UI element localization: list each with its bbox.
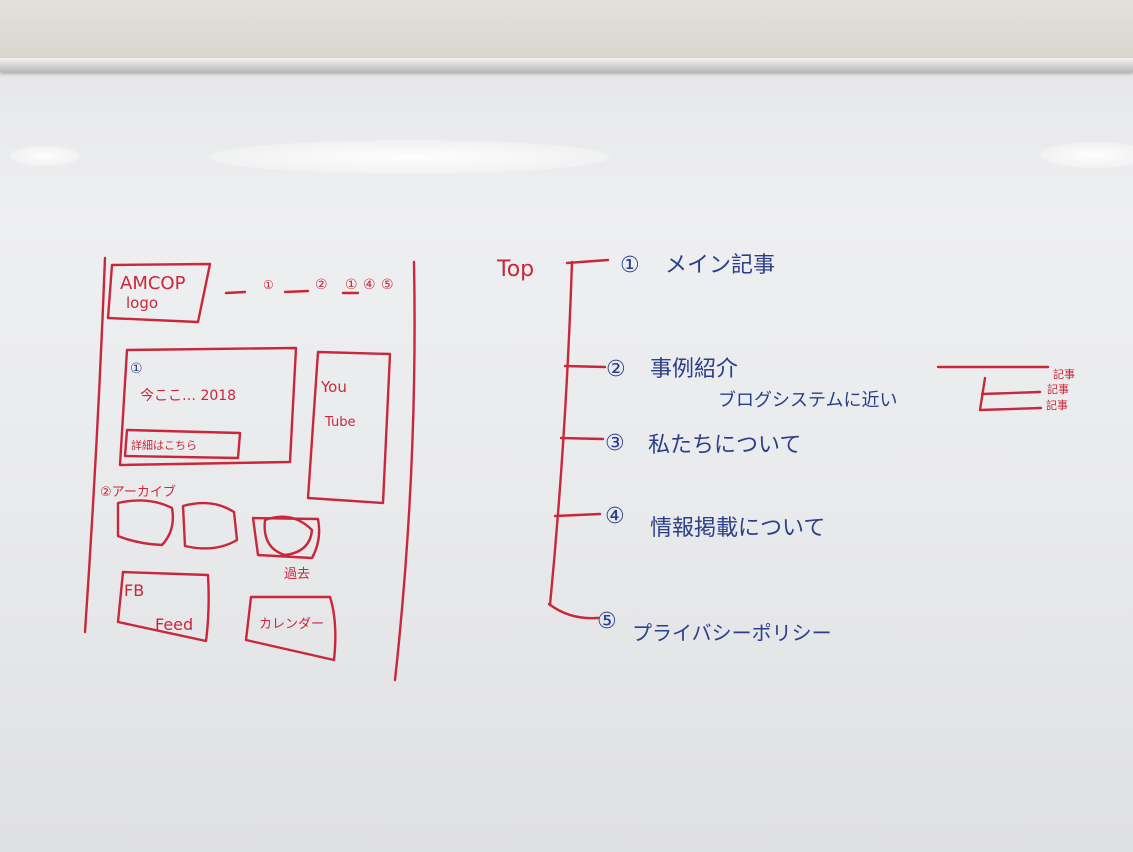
branch-label-1: 記事 (1053, 367, 1075, 381)
archive-item-1 (116, 499, 175, 547)
wireframe-labels: AMCOP logo ① ② ① ④ ⑤ ① 今ここ… 2018 詳細はこちら … (100, 273, 394, 634)
hero-text: 今ここ… 2018 (140, 388, 236, 404)
sub-branch-2 (980, 390, 1042, 396)
tree-branch-2 (563, 364, 607, 369)
whiteboard-rail (0, 58, 1133, 72)
fb-text-2: Feed (155, 615, 193, 634)
sitemap-item-4-num: ④ (605, 504, 625, 529)
sitemap-item-1-num: ① (620, 253, 640, 278)
logo-text-1: AMCOP (120, 273, 186, 294)
nav-item-2: ② (315, 277, 328, 293)
archive-item-2 (181, 501, 239, 550)
tree-branch-5 (547, 602, 600, 620)
sitemap-tree (547, 258, 1050, 620)
fb-text-1: FB (124, 581, 144, 600)
archive-note: 過去 (284, 567, 310, 582)
nav-dash (283, 289, 310, 294)
hero-button-box (123, 428, 242, 460)
page-right-edge (393, 260, 416, 682)
sitemap-items: ① メイン記事 ② 事例紹介 ブログシステムに近い ③ 私たちについて ④ 情報… (597, 253, 897, 645)
logo-text-2: logo (126, 294, 158, 312)
sub-branch-3 (978, 406, 1043, 412)
light-reflection (1040, 142, 1133, 168)
calendar-box (244, 595, 337, 662)
fb-feed-box (116, 570, 210, 643)
sitemap-item-1-label: メイン記事 (665, 253, 775, 278)
nav-item-1: ① (263, 278, 274, 292)
light-reflection (210, 140, 610, 174)
sitemap-item-4-label: 情報掲載について (650, 516, 825, 541)
page-left-edge (83, 256, 107, 634)
sitemap-item-3-label: 私たちについて (648, 433, 801, 458)
youtube-text-1: You (320, 378, 347, 396)
hero-number: ① (130, 361, 143, 377)
youtube-box (306, 350, 392, 505)
sitemap-item-3-num: ③ (605, 431, 625, 456)
wireframe-sketch (83, 256, 416, 682)
logo-box (106, 262, 212, 324)
youtube-text-2: Tube (324, 415, 355, 430)
archive-item-3-inner (263, 515, 314, 557)
tree-branch-3 (559, 436, 605, 441)
sitemap-root: Top (496, 257, 534, 282)
sitemap-root-labels: Top 記事 記事 記事 (496, 257, 1075, 412)
nav-item-4: ④ (363, 277, 376, 293)
sitemap-item-2-label: 事例紹介 (650, 357, 738, 382)
light-reflection (10, 146, 80, 166)
branch-label-2: 記事 (1047, 382, 1069, 396)
sitemap-item-5-num: ⑤ (597, 609, 617, 634)
archive-label: ②アーカイブ (100, 484, 176, 500)
hero-box (118, 346, 298, 467)
sitemap-item-2-note: ブログシステムに近い (718, 389, 897, 411)
nav-item-5: ⑤ (381, 277, 394, 293)
tree-trunk (548, 260, 574, 607)
sitemap-item-5-label: プライバシーポリシー (632, 621, 832, 645)
nav-item-3: ① (345, 277, 358, 293)
sitemap-item-2-num: ② (606, 357, 626, 382)
branch-label-3: 記事 (1046, 398, 1068, 412)
tree-top-branch (565, 258, 610, 265)
tree-branch-4 (553, 512, 602, 518)
hero-button-label: 詳細はこちら (131, 438, 197, 452)
nav-dash (224, 290, 247, 295)
calendar-text: カレンダー (259, 617, 324, 632)
archive-item-3 (251, 516, 321, 560)
